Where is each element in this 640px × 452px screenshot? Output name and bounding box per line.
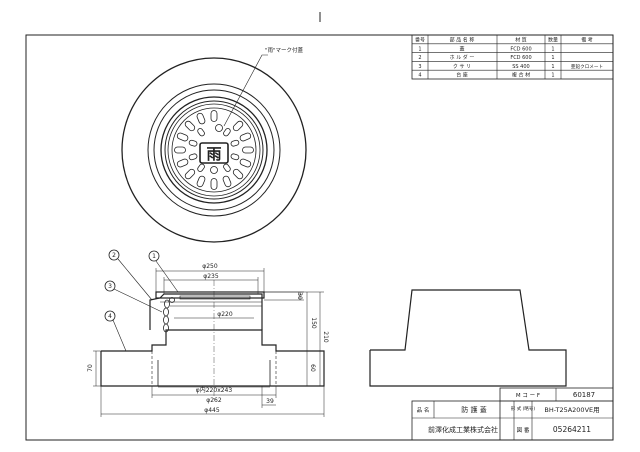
row1-material: FCD 600 xyxy=(510,46,531,52)
dim-h60: 60 xyxy=(309,364,316,372)
plan-note: "雨"マーク付蓋 xyxy=(265,46,304,54)
table-row: 4 台 座 複 合 材 1 xyxy=(418,72,554,79)
cover-lid xyxy=(155,291,265,299)
row3-remarks: 亜鉛クロメート xyxy=(571,63,603,70)
dim-h150: 150 xyxy=(310,317,317,329)
cover-slot xyxy=(223,128,231,137)
cover-slot xyxy=(176,132,189,142)
base-flange xyxy=(100,329,325,387)
dimension-lines xyxy=(93,268,325,417)
row2-name: ホ ル ダ ー xyxy=(450,54,475,61)
dim-h70: 70 xyxy=(87,364,94,372)
cover-slot xyxy=(210,110,218,122)
table-header-qty: 数量 xyxy=(548,37,558,44)
row2-no: 2 xyxy=(418,55,421,61)
code-value: 60187 xyxy=(573,391,595,399)
rain-mark: 雨 xyxy=(206,145,221,163)
table-header-material: 材 質 xyxy=(515,37,527,44)
table-row: 1 蓋 FCD 600 1 xyxy=(418,45,554,52)
svg-text:2: 2 xyxy=(112,252,116,259)
cover-slot xyxy=(184,168,196,180)
plan-outer-circle xyxy=(121,57,307,243)
row3-material: SS 400 xyxy=(512,64,529,70)
row4-name: 台 座 xyxy=(456,72,468,79)
row3-no: 3 xyxy=(418,64,421,70)
row1-name: 蓋 xyxy=(459,45,464,52)
drawing-no: 05264211 xyxy=(553,425,591,434)
cover-slot xyxy=(230,153,240,161)
side-elevation xyxy=(369,289,567,387)
row4-no: 4 xyxy=(418,73,421,79)
dim-h210: 210 xyxy=(322,331,329,343)
cover-slot xyxy=(239,158,252,168)
cover-slot xyxy=(239,132,252,142)
cover-slot xyxy=(188,153,198,161)
parts-table: 番号 部 品 名 称 材 質 数量 備 考 1 蓋 FCD 600 1 2 ホ … xyxy=(411,34,614,80)
row4-qty: 1 xyxy=(551,73,554,79)
model-value: BH-T25A200VE用 xyxy=(544,406,599,414)
svg-text:3: 3 xyxy=(108,283,112,290)
cover-slot xyxy=(196,112,206,125)
row1-no: 1 xyxy=(418,46,421,52)
table-header-remarks: 備 考 xyxy=(581,37,593,44)
cover-slot xyxy=(197,128,205,137)
row4-material: 複 合 材 xyxy=(512,72,530,79)
svg-text:1: 1 xyxy=(152,253,156,260)
table-header-no: 番号 xyxy=(415,37,425,44)
cover-slot xyxy=(176,158,189,168)
side-profile xyxy=(369,289,567,387)
cover-slot xyxy=(210,178,218,190)
code-label: M コ ー F xyxy=(516,392,540,399)
chain xyxy=(163,297,175,333)
name-value: 防 護 蓋 xyxy=(461,405,486,414)
row3-name: ク サ リ xyxy=(453,64,471,70)
row1-qty: 1 xyxy=(551,46,554,52)
table-row: 2 ホ ル ダ ー FCD 600 1 xyxy=(418,54,554,61)
svg-text:4: 4 xyxy=(108,313,112,320)
section-view: 1 2 3 4 xyxy=(87,249,329,417)
center-mark-box xyxy=(199,142,229,164)
cover-slot-pattern-outer xyxy=(174,110,254,190)
callout-1: 1 xyxy=(148,250,179,293)
callout-3: 3 xyxy=(104,280,163,313)
row3-qty: 1 xyxy=(551,64,554,70)
cover-slot xyxy=(230,139,240,147)
dim-d262: φ262 xyxy=(206,397,222,404)
callout-2: 2 xyxy=(108,249,153,301)
drawing-no-label: 図 番 xyxy=(517,427,530,434)
holder-body xyxy=(149,293,263,330)
cover-slot xyxy=(196,175,206,188)
cover-slot xyxy=(242,146,254,154)
name-label: 品 名 xyxy=(417,406,430,414)
cover-slot xyxy=(174,146,186,154)
plan-view: 雨 "雨"マーク付蓋 xyxy=(121,46,307,243)
cover-slot xyxy=(184,120,196,132)
dim-d235: φ235 xyxy=(203,273,219,280)
title-block: M コ ー F 60187 品 名 防 護 蓋 形 式 (略号) BH-T25A… xyxy=(411,387,614,441)
cover-slot xyxy=(188,139,198,147)
row2-qty: 1 xyxy=(551,55,554,61)
cover-slot xyxy=(222,175,232,188)
dim-d445: φ445 xyxy=(204,407,220,414)
model-label: 形 式 (略号) xyxy=(511,405,536,412)
row2-material: FCD 600 xyxy=(510,55,531,61)
table-row: 3 ク サ リ SS 400 1 亜鉛クロメート xyxy=(418,63,603,70)
dim-d250: φ250 xyxy=(202,263,218,270)
dim-w39: 39 xyxy=(266,398,274,405)
dim-d220: φ220 xyxy=(217,311,233,318)
table-header-name: 部 品 名 称 xyxy=(450,37,475,44)
drawing-border xyxy=(25,34,614,441)
company-name: 前澤化成工業株式会社 xyxy=(428,425,498,434)
note-leader xyxy=(223,54,268,127)
cover-slot xyxy=(232,168,244,180)
cover-slot xyxy=(223,163,231,172)
cover-slot xyxy=(232,120,244,132)
cover-slot xyxy=(197,163,205,172)
cover-slot-pattern-inner xyxy=(188,128,240,172)
dim-d220x243: φ内220x243 xyxy=(196,386,233,394)
callout-4: 4 xyxy=(104,310,127,352)
dim-h30: 30 xyxy=(296,292,303,300)
